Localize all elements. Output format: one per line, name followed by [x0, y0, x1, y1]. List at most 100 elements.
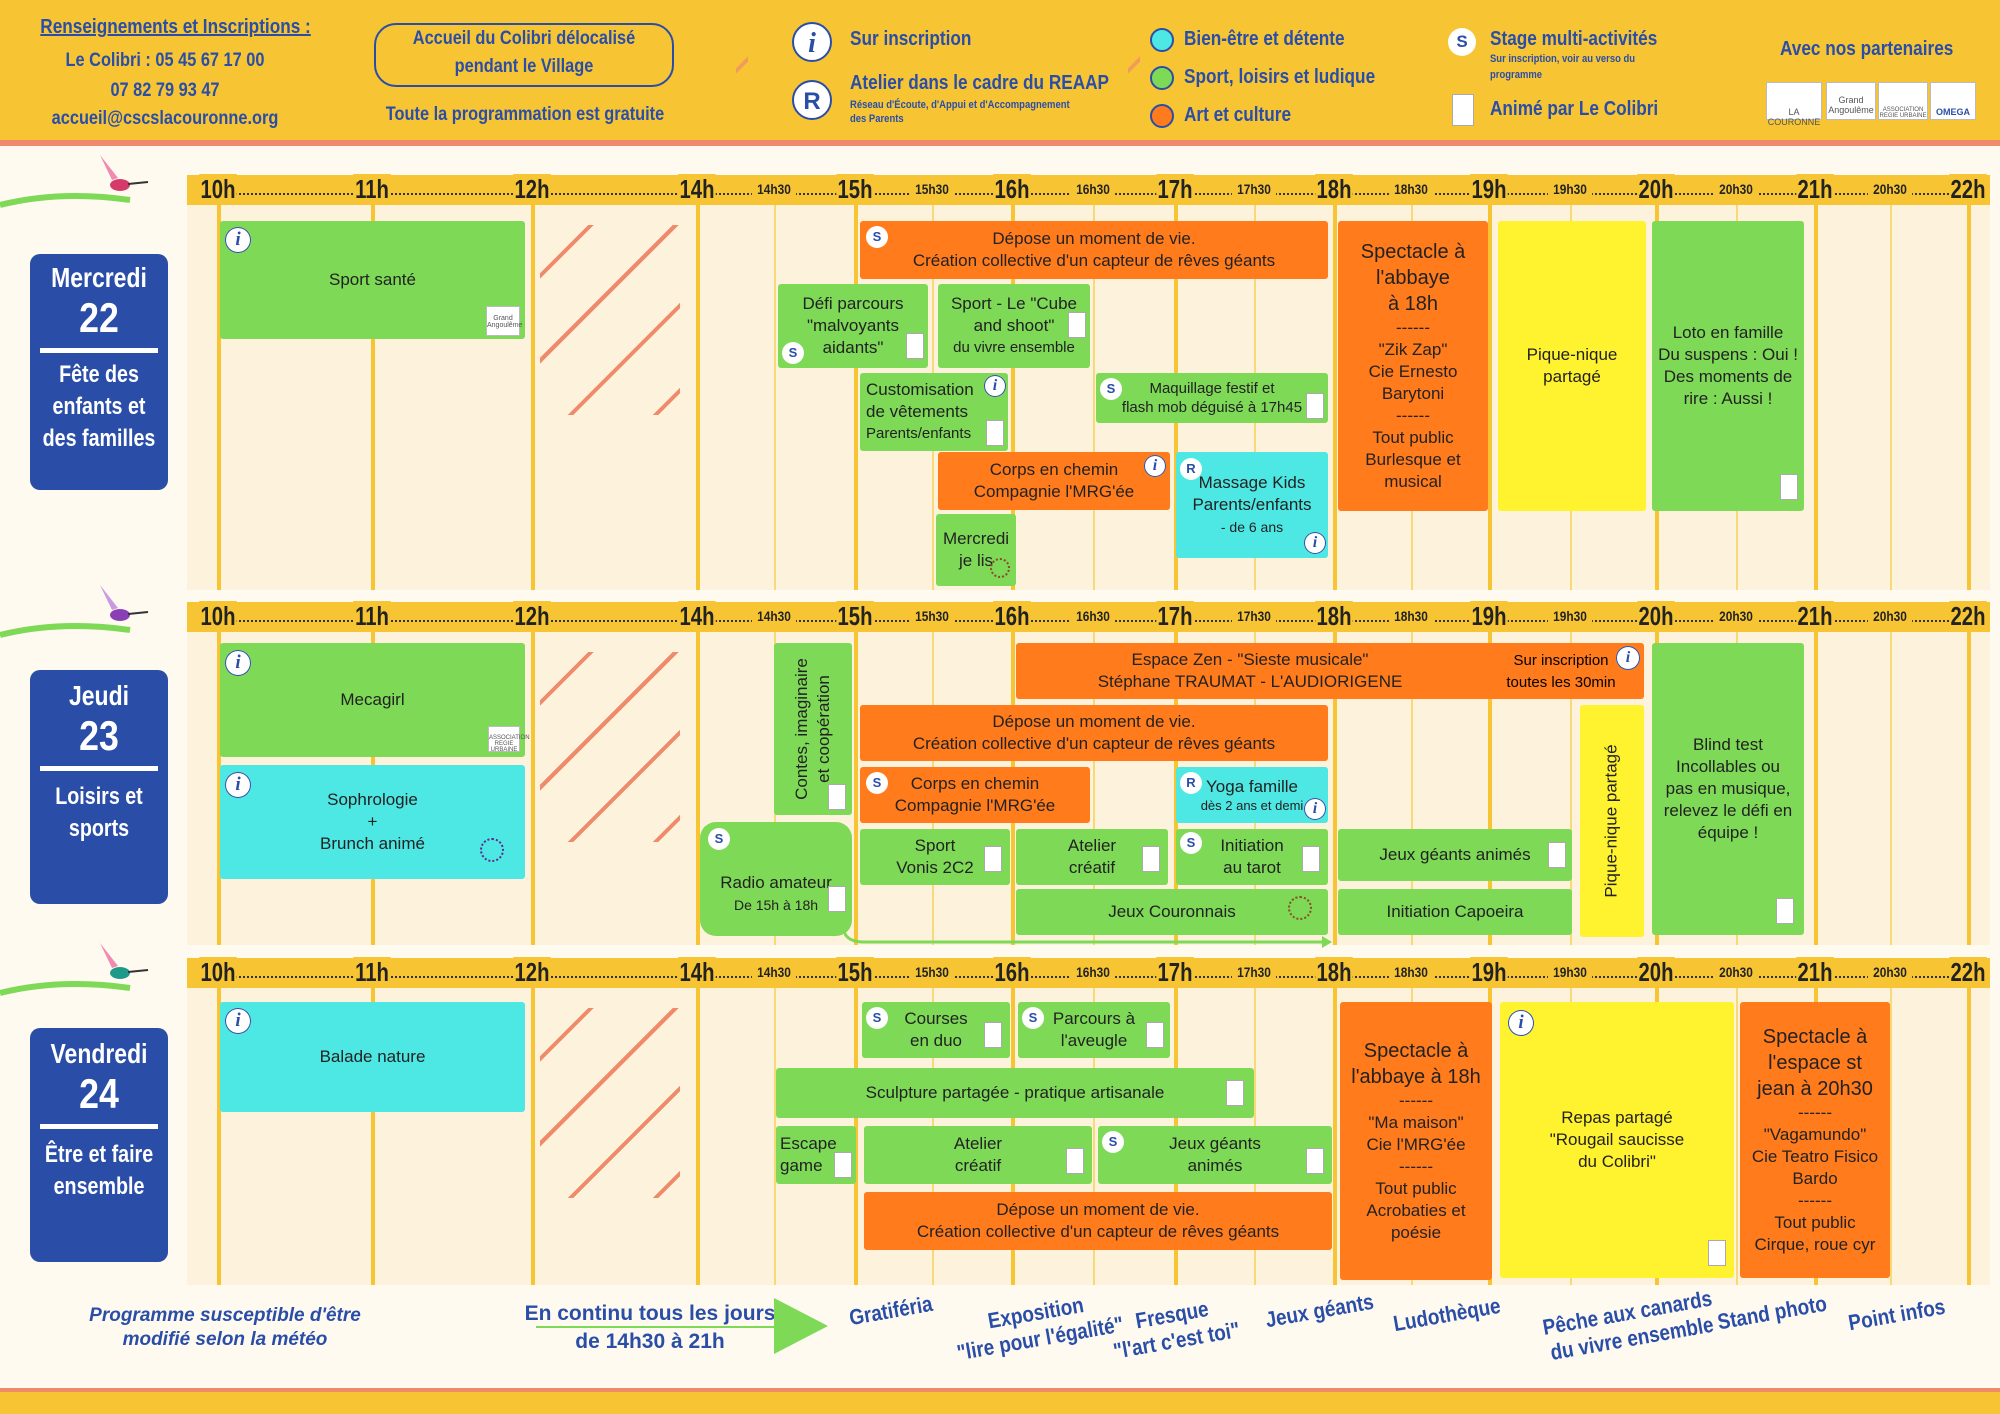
event-label: - de 6 ans — [1220, 519, 1284, 535]
grid-line — [1488, 205, 1492, 590]
hour-label: 10h — [199, 174, 237, 205]
event-label: + — [367, 812, 378, 831]
event-label: Atelier — [1067, 836, 1117, 855]
event-label: Incollables ou — [1676, 757, 1780, 776]
event-capoeira[interactable]: Initiation Capoeira — [1338, 889, 1572, 935]
event-spectacle-ma-maison[interactable]: Spectacle à l'abbaye à 18h ------ "Ma ma… — [1340, 1002, 1492, 1280]
colibri-icon — [1226, 1080, 1244, 1106]
event-label: Repas partagé — [1561, 1108, 1673, 1127]
event-label: Corps en chemin — [910, 774, 1040, 793]
grid-line — [371, 988, 375, 1285]
event-espace-zen[interactable]: Espace Zen - "Sieste musicale" Stéphane T… — [1016, 643, 1644, 699]
hummingbird-icon — [0, 155, 149, 208]
partner-logo-regie: ASSOCIATION REGIE URBAINE — [488, 726, 530, 753]
hour-label: 17h — [1156, 174, 1194, 205]
partner-logo-couronne: LA COURONNE — [1766, 82, 1822, 127]
hour-label: 17h — [1156, 601, 1194, 632]
event-jeux-geants-jeudi[interactable]: Jeux géants animés — [1338, 829, 1572, 881]
couronne-logo-icon — [1288, 896, 1312, 920]
event-label: musical — [1384, 472, 1442, 491]
legend-colibri: Animé par Le Colibri — [1490, 98, 1659, 120]
lunch-break-hatch — [540, 1008, 680, 1198]
event-label: l'aveugle — [1060, 1031, 1128, 1050]
footer-activity: Stand photo — [1716, 1291, 1829, 1336]
event-sport-sante[interactable]: Sport santé — [220, 221, 525, 339]
event-jeux-couronnais[interactable]: Jeux Couronnais — [1016, 889, 1328, 935]
event-depose-vendredi[interactable]: Dépose un moment de vie.Création collect… — [864, 1192, 1332, 1250]
grid-line — [774, 205, 776, 590]
event-label: en duo — [910, 1031, 962, 1050]
event-label: Création collective d'un capteur de rêve… — [912, 734, 1276, 753]
grid-line — [1967, 205, 1971, 590]
colibri-icon — [1142, 846, 1160, 872]
event-depose-jeudi[interactable]: Dépose un moment de vie.Création collect… — [860, 705, 1328, 761]
event-label: Vonis 2C2 — [896, 858, 974, 877]
partner-logo-regie: ASSOCIATION REGIE URBAINE — [1878, 82, 1928, 120]
continu-line-2: de 14h30 à 21h — [575, 1330, 725, 1353]
stage-icon: S — [1448, 28, 1476, 56]
hour-label: 12h — [513, 957, 551, 988]
event-label: and shoot" — [973, 316, 1055, 335]
event-label: Stéphane TRAUMAT - L'AUDIORIGENE — [1097, 672, 1403, 691]
event-label: toutes les 30min — [1506, 674, 1616, 691]
event-spectacle-vagamundo[interactable]: Spectacle à l'espace st jean à 20h30 ---… — [1740, 1002, 1890, 1278]
info-icon: i — [225, 1008, 251, 1034]
info-icon: i — [792, 22, 832, 62]
event-separator: ------ — [1399, 1157, 1433, 1176]
event-label: Mecagirl — [340, 690, 405, 709]
partner-logo-grand-angouleme: Grand Angoulême — [486, 306, 522, 336]
event-label: Barytoni — [1381, 384, 1445, 403]
event-label: du vivre ensemble — [953, 339, 1075, 356]
event-label: Jeux géants — [1169, 1134, 1261, 1153]
day-theme: Être et faire — [44, 1141, 154, 1168]
event-label: au tarot — [1223, 858, 1281, 877]
event-label: je lis — [958, 551, 993, 570]
event-mecagirl[interactable]: Mecagirl — [220, 643, 525, 757]
colibri-icon — [834, 1152, 852, 1178]
event-label: Maquillage festif et — [1149, 380, 1275, 397]
hour-label: 20h30 — [1867, 964, 1913, 980]
event-label: Acrobaties et — [1366, 1201, 1466, 1220]
grid-line — [1488, 632, 1492, 945]
event-label: Escape — [780, 1134, 837, 1153]
event-label: Balade nature — [319, 1047, 426, 1066]
stage-icon: S — [708, 828, 730, 850]
event-label: pas en musique, — [1665, 779, 1791, 798]
info-icon: i — [1304, 798, 1326, 820]
colibri-icon — [906, 333, 924, 359]
event-sophrologie[interactable]: Sophrologie+Brunch animé — [220, 765, 525, 879]
hour-label: 20h — [1637, 957, 1675, 988]
hour-label: 18h30 — [1388, 181, 1434, 197]
grid-line — [696, 205, 700, 590]
hour-label: 16h — [993, 601, 1031, 632]
event-balade-nature[interactable]: Balade nature — [220, 1002, 525, 1112]
grid-line — [217, 205, 221, 590]
hour-label: 11h — [353, 174, 391, 205]
partners-title: Avec nos partenaires — [1780, 38, 1954, 60]
colibri-icon — [984, 846, 1002, 872]
hour-label: 17h30 — [1231, 608, 1277, 624]
event-label: Espace Zen - "Sieste musicale" — [1131, 650, 1369, 669]
event-piquenique-jeudi[interactable]: Pique-nique partagé — [1580, 705, 1644, 937]
event-label: Dépose un moment de vie. — [996, 1200, 1200, 1219]
event-depose-mercredi[interactable]: Dépose un moment de vie.Création collect… — [860, 221, 1328, 279]
header-divider — [1128, 20, 1140, 130]
event-sculpture[interactable]: Sculpture partagée - pratique artisanale — [776, 1068, 1254, 1118]
colibri-icon — [1146, 1022, 1164, 1048]
event-spectacle-zikzap[interactable]: Spectacle à l'abbaye à 18h ------ "Zik Z… — [1338, 221, 1488, 511]
event-label: l'abbaye à 18h — [1351, 1066, 1481, 1088]
event-label: Initiation — [1220, 836, 1284, 855]
